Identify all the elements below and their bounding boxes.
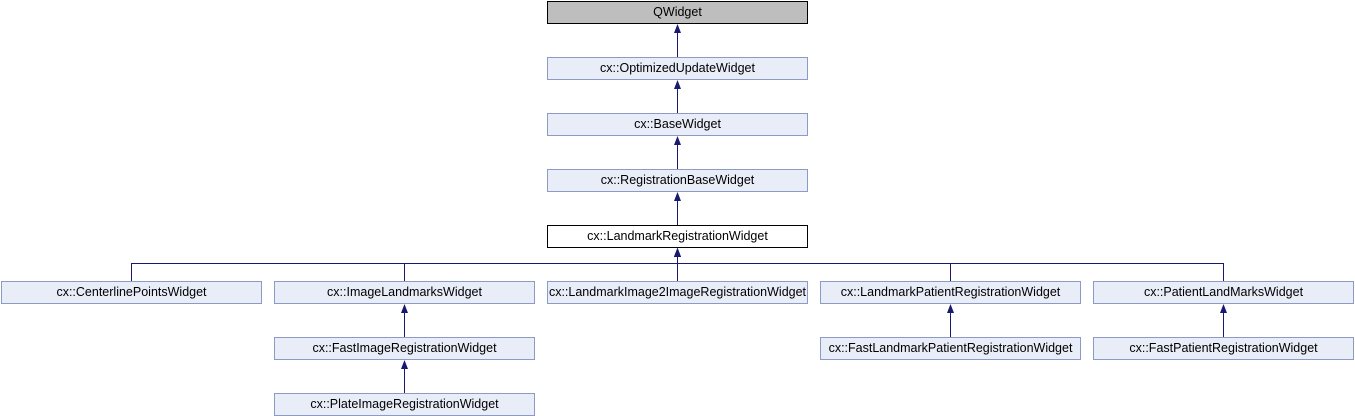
node-qwidget: QWidget xyxy=(547,1,808,24)
arrowhead-up-icon xyxy=(674,80,681,89)
arrowhead-up-icon xyxy=(674,136,681,145)
node-landmark-image2image[interactable]: cx::LandmarkImage2ImageRegistrationWidge… xyxy=(547,281,808,304)
edge-image-landmarks--landmark-registration xyxy=(404,248,681,281)
node-base[interactable]: cx::BaseWidget xyxy=(547,113,808,136)
node-fast-landmark-patient[interactable]: cx::FastLandmarkPatientRegistrationWidge… xyxy=(820,337,1081,360)
node-registration-base[interactable]: cx::RegistrationBaseWidget xyxy=(547,169,808,192)
edge-centerline-points--landmark-registration xyxy=(131,248,681,281)
edge-plate-image--fast-image xyxy=(401,360,408,393)
edge-fast-patient--patient-landmarks xyxy=(1220,304,1227,337)
arrowhead-up-icon xyxy=(674,248,681,257)
edge-registration-base--base xyxy=(674,136,681,169)
arrowhead-up-icon xyxy=(947,304,954,313)
edge-landmark-patient--landmark-registration xyxy=(674,248,951,281)
edge-base--optimized-update xyxy=(674,80,681,113)
node-centerline-points[interactable]: cx::CenterlinePointsWidget xyxy=(1,281,262,304)
edge-patient-landmarks--landmark-registration xyxy=(674,248,1224,281)
node-plate-image[interactable]: cx::PlateImageRegistrationWidget xyxy=(274,393,535,416)
node-optimized-update[interactable]: cx::OptimizedUpdateWidget xyxy=(547,57,808,80)
node-landmark-patient[interactable]: cx::LandmarkPatientRegistrationWidget xyxy=(820,281,1081,304)
node-landmark-registration: cx::LandmarkRegistrationWidget xyxy=(547,225,808,248)
edge-fast-landmark-patient--landmark-patient xyxy=(947,304,954,337)
node-fast-image[interactable]: cx::FastImageRegistrationWidget xyxy=(274,337,535,360)
edge-fast-image--image-landmarks xyxy=(401,304,408,337)
arrowhead-up-icon xyxy=(401,304,408,313)
node-image-landmarks[interactable]: cx::ImageLandmarksWidget xyxy=(274,281,535,304)
edge-optimized-update--qwidget xyxy=(674,24,681,57)
arrowhead-up-icon xyxy=(674,24,681,33)
arrowhead-up-icon xyxy=(674,192,681,201)
node-patient-landmarks[interactable]: cx::PatientLandMarksWidget xyxy=(1093,281,1354,304)
arrowhead-up-icon xyxy=(1220,304,1227,313)
node-fast-patient[interactable]: cx::FastPatientRegistrationWidget xyxy=(1093,337,1354,360)
edge-landmark-registration--registration-base xyxy=(674,192,681,225)
arrowhead-up-icon xyxy=(401,360,408,369)
